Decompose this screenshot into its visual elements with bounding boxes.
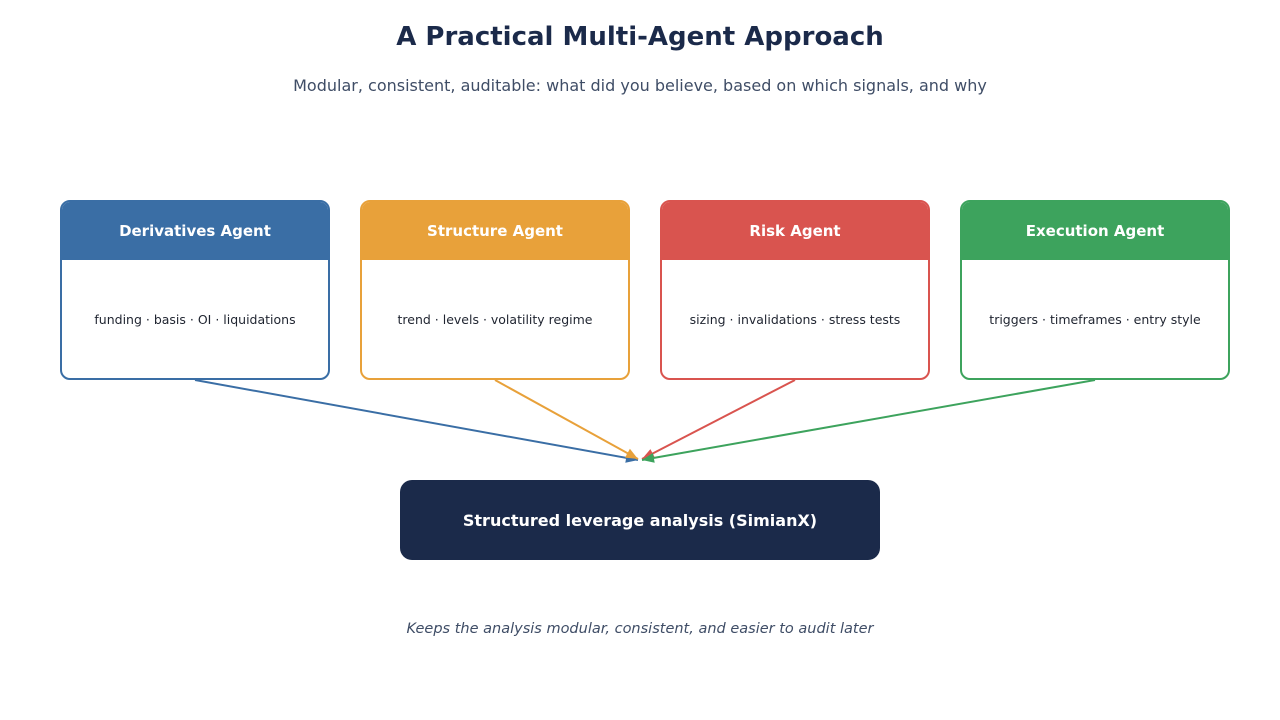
arrow-head-execution	[642, 453, 655, 463]
arrow-line-execution	[641, 379, 1096, 461]
agent-signals-risk: sizing · invalidations · stress tests	[689, 311, 901, 327]
diagram-subtitle: Modular, consistent, auditable: what did…	[293, 76, 987, 95]
agent-header-risk: Risk Agent	[662, 202, 928, 260]
arrow-line-risk	[641, 379, 796, 460]
agent-header-execution: Execution Agent	[962, 202, 1228, 260]
agent-header-derivatives: Derivatives Agent	[62, 202, 328, 260]
agent-card-derivatives: Derivatives Agent funding · basis · OI ·…	[60, 200, 330, 380]
agent-signals-execution: triggers · timeframes · entry style	[989, 311, 1201, 327]
agent-header-structure: Structure Agent	[362, 202, 628, 260]
arrow-head-structure	[625, 448, 638, 459]
arrow-line-derivatives	[194, 379, 639, 461]
agent-signals-derivatives: funding · basis · OI · liquidations	[94, 311, 296, 327]
agent-card-structure: Structure Agent trend · levels · volatil…	[360, 200, 630, 380]
agent-card-execution: Execution Agent triggers · timeframes · …	[960, 200, 1230, 380]
arrow-line-structure	[494, 379, 639, 460]
agent-signals-structure: trend · levels · volatility regime	[397, 311, 593, 327]
footer-note: Keeps the analysis modular, consistent, …	[406, 621, 874, 637]
diagram-title: A Practical Multi-Agent Approach	[396, 22, 884, 52]
output-box: Structured leverage analysis (SimianX)	[400, 480, 880, 560]
agent-card-risk: Risk Agent sizing · invalidations · stre…	[660, 200, 930, 380]
